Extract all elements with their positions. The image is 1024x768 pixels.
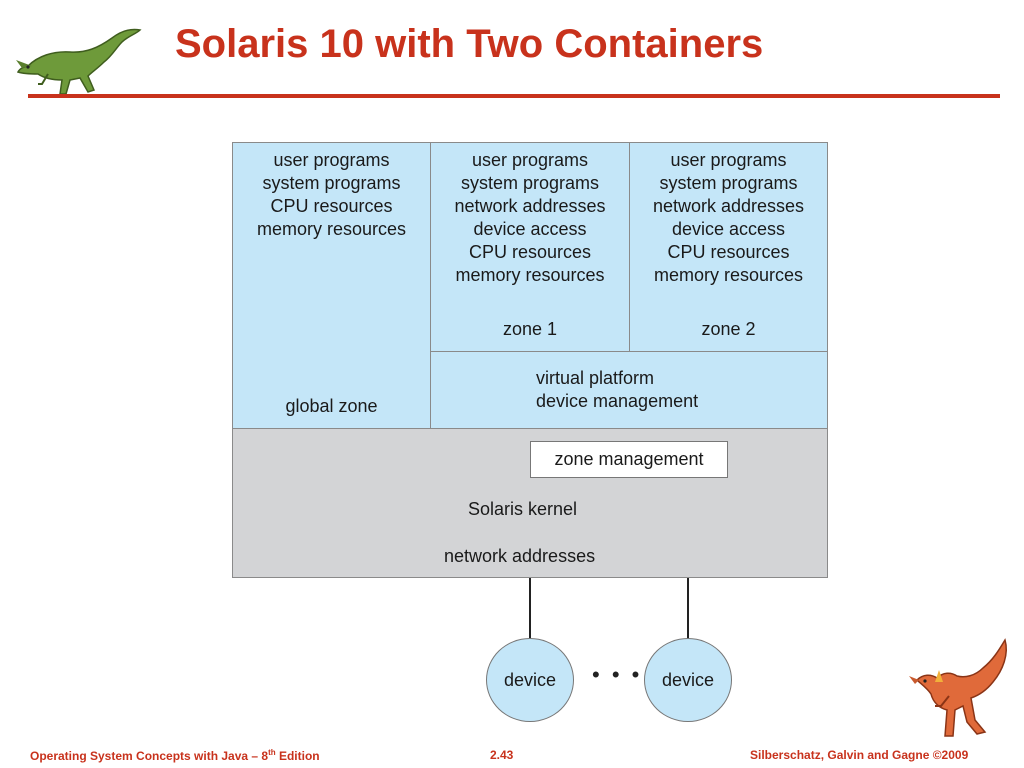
- resource-line: memory resources: [653, 265, 804, 285]
- global-zone-resources: user programs system programs CPU resour…: [233, 149, 430, 241]
- virtual-platform-box: virtual platform device management: [430, 351, 828, 429]
- zone1-label: zone 1: [502, 319, 558, 339]
- footer-superscript: th: [268, 748, 276, 757]
- ellipsis: • • •: [592, 662, 643, 687]
- resource-line: user programs: [670, 150, 787, 170]
- resource-line: user programs: [273, 150, 390, 170]
- virtual-platform-lines: virtual platform device management: [536, 367, 698, 413]
- resource-line: CPU resources: [667, 242, 790, 262]
- resource-line: system programs: [460, 173, 600, 193]
- footer-copyright: Silberschatz, Galvin and Gagne ©2009: [750, 748, 969, 762]
- resource-line: device access: [473, 219, 587, 239]
- footer-book-title: Operating System Concepts with Java – 8t…: [30, 748, 320, 763]
- slide-title: Solaris 10 with Two Containers: [175, 22, 764, 66]
- title-rule: [28, 94, 1000, 98]
- device-node: device: [644, 638, 732, 722]
- footer-edition-text: Edition: [275, 749, 320, 763]
- zone2-label: zone 2: [701, 319, 756, 339]
- resource-line: system programs: [659, 173, 798, 193]
- virtual-platform-line: virtual platform: [536, 368, 655, 388]
- dinosaur-mascot-icon: [909, 638, 1007, 737]
- resource-line: network addresses: [652, 196, 805, 216]
- resource-line: memory resources: [455, 265, 605, 285]
- resource-line: device access: [671, 219, 786, 239]
- solaris-kernel-label: Solaris kernel: [468, 499, 578, 519]
- device-connector: [529, 578, 531, 642]
- resource-line: memory resources: [256, 219, 407, 239]
- device-node: device: [486, 638, 574, 722]
- resource-line: CPU resources: [468, 242, 592, 262]
- global-zone-box: user programs system programs CPU resour…: [232, 142, 431, 429]
- network-addresses-label: network addresses: [444, 546, 596, 566]
- dinosaur-logo-icon: [16, 28, 142, 95]
- zone2-resources: user programs system programs network ad…: [630, 149, 827, 287]
- resource-line: CPU resources: [270, 196, 393, 216]
- footer-page-number: 2.43: [490, 748, 514, 762]
- zone-management-box: zone management: [530, 441, 728, 478]
- zone1-box: user programs system programs network ad…: [430, 142, 630, 352]
- footer-book-text: Operating System Concepts with Java – 8: [30, 749, 269, 763]
- resource-line: user programs: [471, 150, 589, 170]
- device-connector: [687, 578, 689, 642]
- resource-line: network addresses: [454, 196, 606, 216]
- global-zone-label: global zone: [285, 396, 378, 416]
- zone1-resources: user programs system programs network ad…: [431, 149, 629, 287]
- zone2-box: user programs system programs network ad…: [629, 142, 828, 352]
- resource-line: system programs: [262, 173, 401, 193]
- device-management-line: device management: [536, 391, 699, 411]
